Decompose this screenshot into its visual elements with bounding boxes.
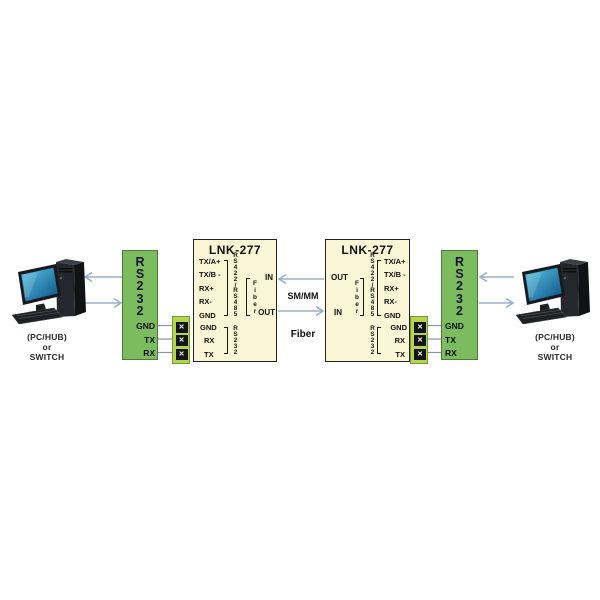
pc-label-line: or [42, 342, 52, 352]
serial-pin-gnd: GND [445, 321, 464, 331]
left-computer-illustration [11, 259, 86, 324]
rs232-vertical-label: R S 2 3 2 [135, 255, 145, 318]
left-terminal-block: ✕ ✕ ✕ [172, 316, 190, 364]
arrow-pc-to-serialbox-left [85, 297, 123, 309]
fiber-vertical-label: F i b e r [355, 279, 359, 315]
tower-icon [56, 259, 86, 317]
fiber-mode-label: SM/MM [287, 291, 319, 301]
pin-rxp: RX+ [384, 283, 399, 293]
rs232-group-bracket [224, 327, 228, 354]
serial-pin-rx: RX [445, 348, 457, 358]
left-rs232-box: R S 2 3 2 GND TX RX [122, 250, 158, 360]
right-computer-illustration [515, 259, 590, 324]
right-fiber-converter: LNK-277 OUT IN F i b e r R S 4 2 2 / R S… [325, 239, 410, 362]
screw-terminal-icon: ✕ [175, 335, 188, 346]
right-computer-label: (PC/HUB) or SWITCH [510, 332, 600, 362]
pc-label-line: SWITCH [29, 352, 65, 362]
arrow-pc-to-serialbox-right [478, 271, 514, 283]
pin-gnd232: GND [200, 322, 217, 332]
screw-terminal-icon: ✕ [414, 321, 426, 333]
pin-rxp: RX+ [199, 283, 214, 293]
right-terminal-block: ✕ ✕ ✕ [410, 316, 428, 364]
serial-pin-gnd: GND [136, 321, 155, 331]
arrow-serialbox-to-pc-right [479, 297, 515, 309]
pin-txa: TX/A+ [199, 256, 221, 266]
fiber-group-bracket [246, 278, 250, 316]
serial-pin-rx: RX [143, 348, 155, 358]
serial-pin-tx: TX [144, 334, 155, 345]
pc-label-line: (PC/HUB) [27, 332, 67, 342]
fiber-in-label: IN [334, 307, 342, 317]
pin-gnd: GND [384, 310, 401, 320]
fiber-out-label: OUT [258, 307, 275, 317]
pin-tx232: TX [204, 349, 214, 359]
pin-txb: TX/B - [384, 270, 406, 279]
keyboard-icon [515, 307, 567, 324]
fiber-group-bracket [360, 278, 364, 316]
rs232-vertical-label: R S 2 3 2 [370, 324, 375, 356]
pin-gnd: GND [199, 310, 216, 320]
rs485-group-bracket [224, 260, 228, 316]
pc-label-line: (PC/HUB) [535, 332, 575, 342]
device-title: LNK-277 [341, 243, 394, 257]
screw-terminal-icon: ✕ [175, 321, 188, 333]
pin-rx232: RX [204, 336, 215, 345]
screw-terminal-icon: ✕ [175, 348, 188, 360]
fiber-in-label: IN [265, 273, 273, 282]
arrow-fiber-left-out-to-right-in [278, 305, 325, 317]
arrow-fiber-right-out-to-left-in [277, 273, 324, 285]
pin-tx232: TX [395, 349, 405, 359]
pin-txb: TX/B - [199, 270, 221, 279]
screw-terminal-icon: ✕ [414, 348, 426, 360]
right-rs232-box: R S 2 3 2 GND TX RX [441, 250, 478, 360]
left-fiber-converter: LNK-277 TX/A+ TX/B - RX+ RX- GND R S 4 2… [193, 239, 277, 362]
rs485-vertical-label: R S 4 2 2 / R S 4 8 5 [233, 252, 238, 319]
serial-pin-tx: TX [445, 334, 456, 345]
fiber-link-label: Fiber [290, 329, 316, 340]
screw-terminal-icon: ✕ [414, 335, 426, 346]
rs485-group-bracket [377, 260, 381, 316]
pin-gnd232: GND [390, 322, 407, 332]
fiber-vertical-label: F i b e r [253, 279, 257, 315]
tower-icon [560, 259, 590, 317]
pin-rx232: RX [394, 336, 405, 345]
arrow-converter-to-pc-left [83, 271, 122, 283]
pin-rxm: RX- [199, 297, 212, 306]
rs232-vertical-label: R S 2 3 2 [233, 324, 238, 356]
pin-rxm: RX- [384, 297, 397, 306]
keyboard-icon [11, 307, 63, 324]
pc-label-line: SWITCH [537, 352, 573, 362]
device-title: LNK-277 [208, 243, 262, 257]
rs232-vertical-label: R S 2 3 2 [454, 255, 465, 318]
rs485-vertical-label: R S 4 2 2 / R S 4 8 5 [370, 252, 375, 319]
fiber-out-label: OUT [331, 273, 348, 282]
pc-label-line: or [550, 342, 560, 352]
left-computer-label: (PC/HUB) or SWITCH [2, 332, 92, 362]
rs232-group-bracket [377, 327, 381, 354]
pin-txa: TX/A+ [384, 256, 406, 266]
